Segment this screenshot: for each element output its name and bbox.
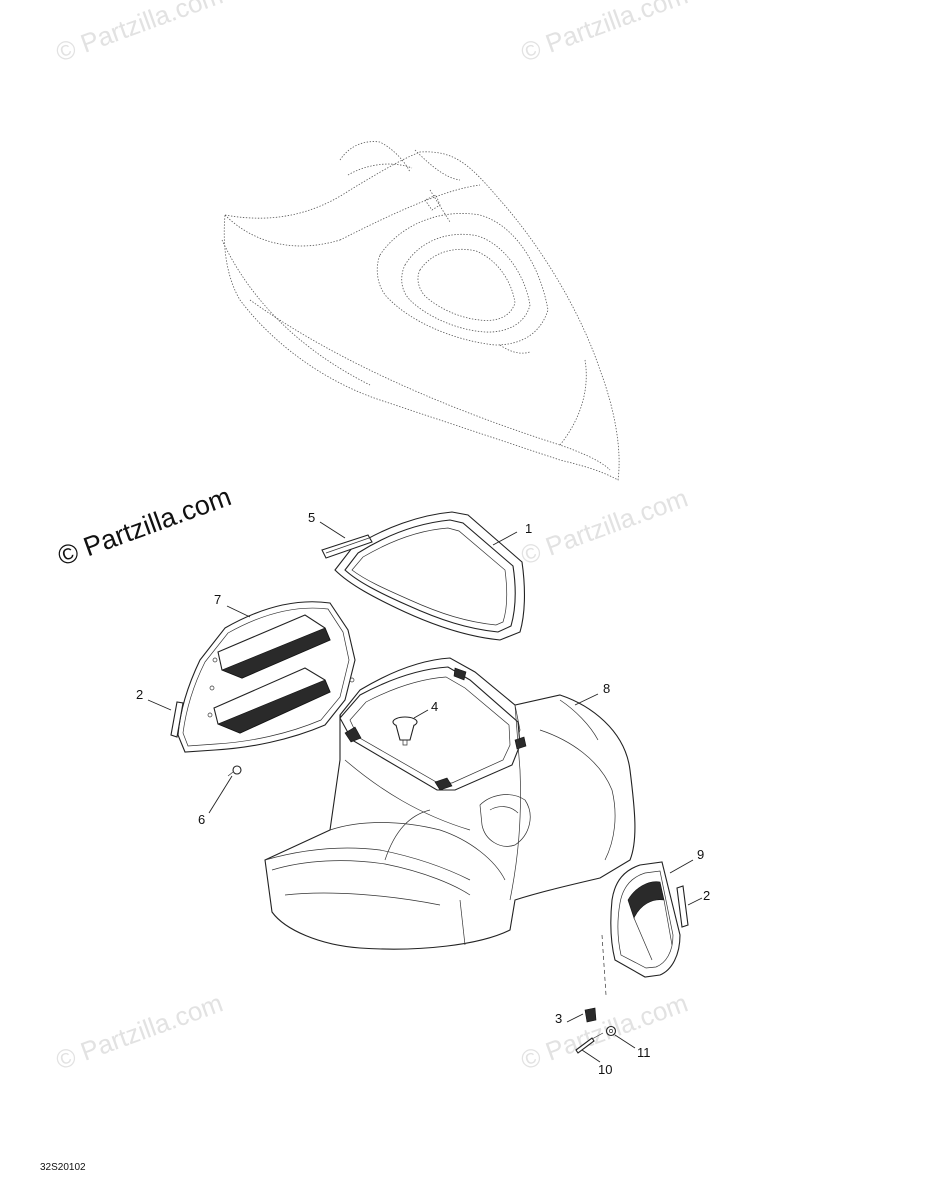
leader-6 [208,775,233,814]
callout-10: 10 [598,1062,612,1077]
callout-11: 11 [637,1045,651,1060]
leader-10 [581,1049,601,1063]
hull-phantom-outline [221,141,620,481]
leader-1 [492,531,518,546]
callout-4: 4 [431,699,438,714]
callout-8: 8 [603,681,610,696]
leader-2-right [687,897,703,906]
leader-8 [574,693,599,706]
callout-2-right: 2 [703,888,710,903]
part-2-strip-left [170,701,184,738]
callout-labels: 1 2 3 4 5 6 7 8 9 10 11 2 [136,510,710,1077]
callout-9: 9 [697,847,704,862]
leader-4 [413,709,429,719]
callout-7: 7 [214,592,221,607]
watermark-mid-right: © Partzilla.com [517,483,692,571]
part-8-storage-bin [264,657,636,950]
part-9-side-vent [610,861,681,978]
leader-3 [566,1013,584,1023]
assembly-dashed-line [601,934,607,996]
leader-9 [669,859,694,874]
part-5-strip [321,534,373,559]
part-7-vent-grill [177,601,356,753]
leader-5 [319,521,346,539]
leader-7 [226,605,251,618]
callout-6: 6 [198,812,205,827]
diagram-code: 32S20102 [40,1162,86,1173]
part-11-washer [605,1025,617,1037]
callout-5: 5 [308,510,315,525]
part-4-plug [392,716,418,746]
leader-11 [614,1034,636,1049]
callout-2-left: 2 [136,687,143,702]
watermark-top-right: © Partzilla.com [517,0,692,68]
leader-lines [147,521,703,1063]
part-10-rivet [575,1032,604,1054]
callout-1: 1 [525,521,532,536]
leader-2-left [147,699,172,711]
callout-3: 3 [555,1011,562,1026]
part-6-screw [227,765,242,777]
watermark-main: © Partzilla.com [54,481,235,571]
watermark-top-left: © Partzilla.com [52,0,227,68]
part-3-clip [584,1007,597,1023]
watermark-bottom-left: © Partzilla.com [52,988,227,1076]
part-1-seal [334,511,526,641]
part-2-strip-right [676,885,689,928]
